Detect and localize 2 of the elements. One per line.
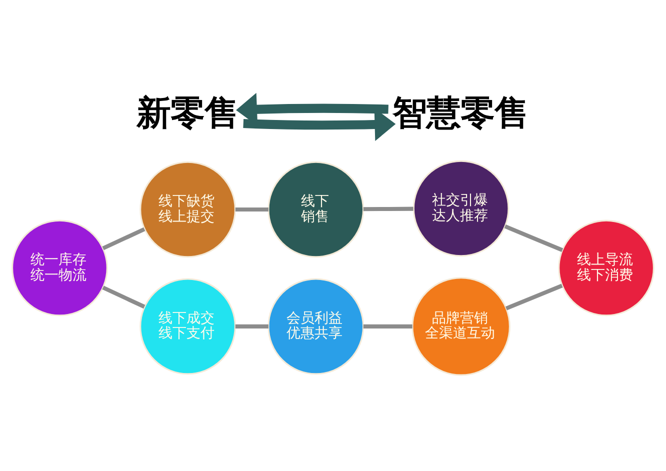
node-text: 新零售 [136,92,238,133]
node-text: 智慧零售 [392,92,528,133]
